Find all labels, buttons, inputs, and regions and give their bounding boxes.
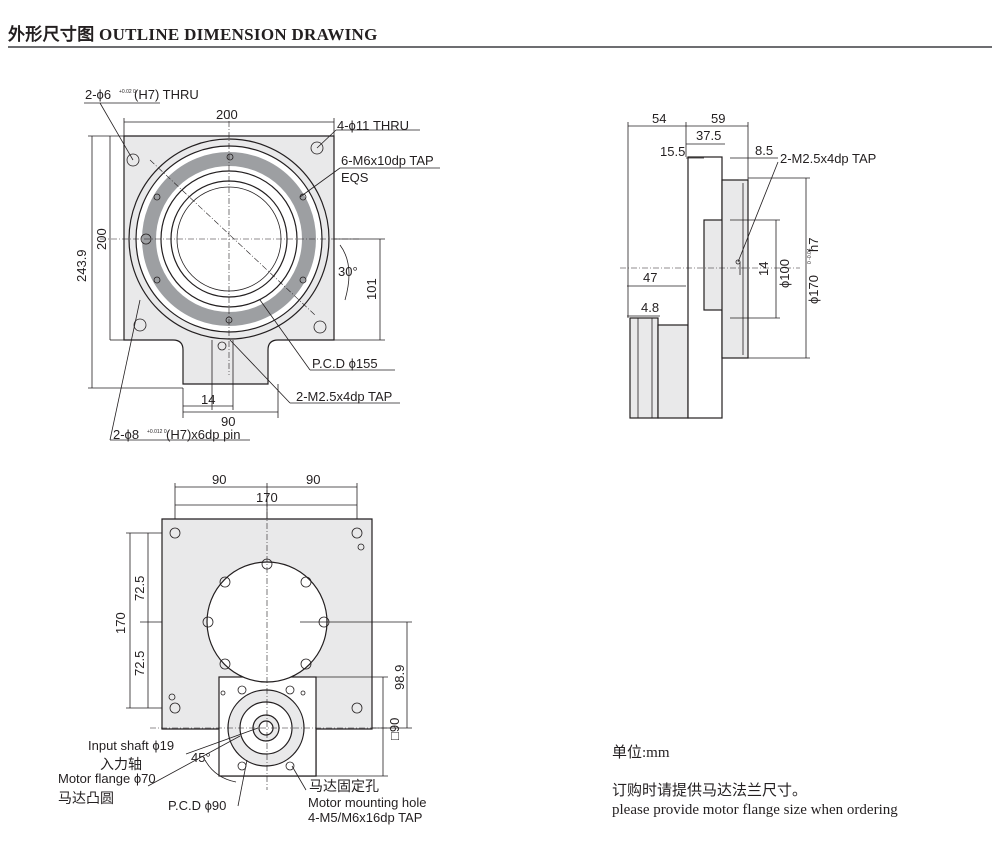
page-title: 外形尺寸图 OUTLINE DIMENSION DRAWING [8,25,378,44]
dim-14-top: 14 [201,392,215,407]
thru-hole-br [313,320,327,334]
bottom-dim-170-top: 170 [256,490,278,505]
disc-hole-7 [219,576,231,588]
bottom-thru-hole-br [351,702,363,714]
hole-h7-suffix: (H7) THRU [134,87,199,102]
side-dim-14: 14 [756,262,771,276]
order-note-en: please provide motor flange size when or… [612,802,898,818]
side-dim-54: 54 [652,111,666,126]
hole-h7-tol: +0.02 0 [119,89,136,95]
bottom-dim-sq90: □90 [387,718,402,740]
side-dim-59: 59 [711,111,725,126]
motor-tap-label: 4-M5/M6x16dp TAP [308,810,422,825]
thru-holes-label: 4-ϕ11 THRU [337,118,409,133]
tap-hole-3 [299,276,307,284]
bottom-view: 90 90 170 72.5 72.5 170 98.9 □90 45° Inp… [58,472,427,825]
side-motor-flange [657,324,689,419]
side-dim-8-5: 8.5 [755,143,773,158]
side-dim-15-5: 15.5 [660,144,685,159]
order-note-cn: 订购时请提供马达法兰尺寸。 [612,783,808,799]
motor-flange-cn: 马达凸圆 [58,791,114,807]
top-view: 2-ϕ6 +0.02 0 (H7) THRU 200 4-ϕ11 THRU 6-… [74,87,440,442]
bottom-dim-72-5-b: 72.5 [132,651,147,676]
top-width-200: 200 [216,107,238,122]
bottom-angle-45: 45° [191,750,211,765]
bottom-dim-90-left: 90 [212,472,226,487]
tap-hole-6 [153,193,161,201]
side-motor-adapter [629,317,659,419]
motor-mount-hole-br [285,761,295,771]
pin-holes-tol: +0.012 0 [147,429,167,435]
input-shaft-cn: 入力轴 [100,757,142,773]
tap-hole-1 [226,153,234,161]
pin-hole-left [140,233,152,245]
tap-hole-4 [225,316,233,324]
motor-hole-cn: 马达固定孔 [309,779,379,795]
bottom-pin-tr [357,543,365,551]
pcd-90-label: P.C.D ϕ90 [168,798,226,813]
side-dia-100: ϕ100 [777,259,792,288]
side-tap-m25: 2-M2.5x4dp TAP [780,151,876,166]
disc-hole-6 [202,616,214,628]
tap-holes-label: 6-M6x10dp TAP [341,153,434,168]
pcd-155-label: P.C.D ϕ155 [312,356,378,371]
bottom-thru-hole-tr [351,527,363,539]
top-view-center-diag [149,159,316,316]
motor-hole-label: Motor mounting hole [308,795,427,810]
side-dia-170-tol: 0 -0.04 [807,248,813,264]
bottom-thru-hole-bl [169,702,181,714]
bottom-dim-170-side: 170 [113,612,128,634]
thru-hole-tr [310,141,324,155]
disc-hole-1 [261,558,273,570]
dim-90-top: 90 [221,414,235,429]
title-divider [8,46,992,48]
height-243-9: 243.9 [74,249,89,282]
side-dia-170: ϕ170 [806,275,821,304]
side-dim-37-5: 37.5 [696,128,721,143]
bottom-dim-90-right: 90 [306,472,320,487]
motor-mount-hole-tl [237,685,247,695]
side-dim-4-8: 4.8 [641,300,659,315]
unit-note: 单位:mm [612,745,670,761]
tap-m25-label: 2-M2.5x4dp TAP [296,389,392,404]
motor-mount-hole-tr [285,685,295,695]
side-table [721,179,749,359]
pin-hole-tl [126,153,140,167]
tap-hole-5 [153,276,161,284]
bottom-dim-72-5-a: 72.5 [132,576,147,601]
bottom-thru-hole-tl [169,527,181,539]
side-dia-170-fit: h7 [806,238,821,252]
pin-holes-label: 2-ϕ8 [113,427,139,442]
angle-30: 30° [338,264,358,279]
bottom-pin-bl [168,693,176,701]
disc-hole-2 [300,576,312,588]
pin-holes-suffix: (H7)x6dp pin [166,427,240,442]
motor-flange-label: Motor flange ϕ70 [58,771,156,786]
hole-h7-label: 2-ϕ6 [85,87,111,102]
bottom-dim-98-9: 98.9 [392,665,407,690]
input-shaft-label: Input shaft ϕ19 [88,738,174,753]
eqs-label: EQS [341,170,369,185]
side-dim-47: 47 [643,270,657,285]
disc-hole-4 [300,658,312,670]
dim-101: 101 [364,278,379,300]
thru-hole-bl [133,318,147,332]
height-200: 200 [94,228,109,250]
disc-hole-5 [219,658,231,670]
side-view: 54 59 37.5 15.5 8.5 2-M2.5x4dp TAP 47 4.… [620,111,876,419]
